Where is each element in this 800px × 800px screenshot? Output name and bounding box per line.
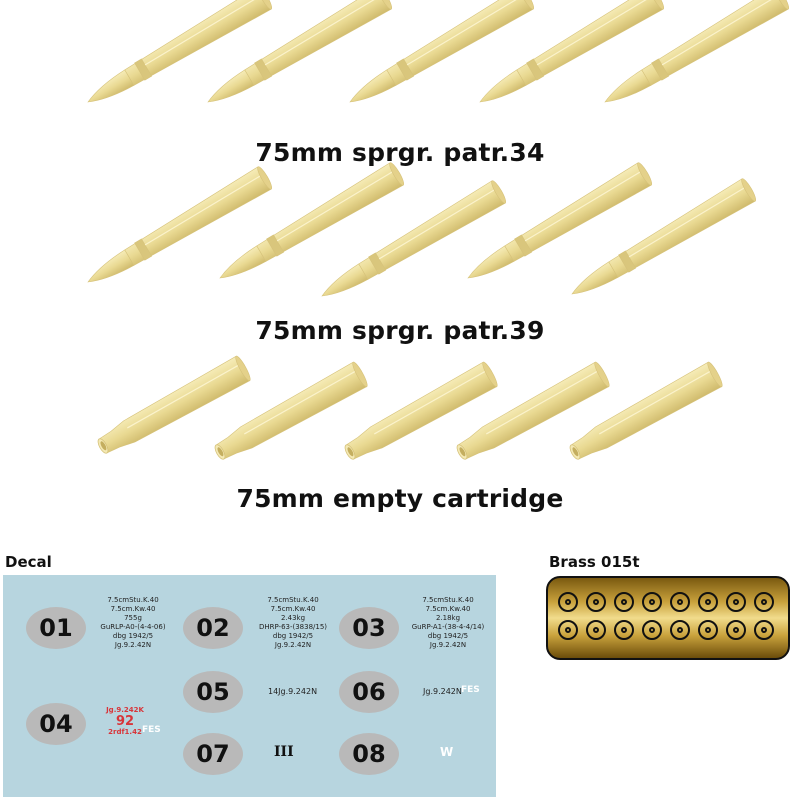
projectile	[467, 162, 653, 279]
decal-number-03: 03	[339, 607, 399, 649]
brass-washer	[586, 620, 606, 640]
brass-washer	[698, 620, 718, 640]
brass-washer	[670, 592, 690, 612]
empty-cartridge	[214, 361, 368, 460]
decal-stencil-05: 14Jg.9.242N	[268, 687, 318, 696]
empty-cartridge	[456, 361, 610, 460]
brass-washer	[558, 620, 578, 640]
decal-number-04: 04	[26, 703, 86, 745]
decal-number-02: 02	[183, 607, 243, 649]
projectile	[87, 0, 273, 103]
decal-stencil-06-fes: FES	[461, 685, 480, 695]
row-label-sprgr-34: 75mm sprgr. patr.34	[255, 138, 545, 167]
row-label-sprgr-39: 75mm sprgr. patr.39	[255, 316, 545, 345]
brass-washer	[586, 592, 606, 612]
projectile	[87, 166, 273, 283]
decal-stencil-08: W	[440, 745, 454, 759]
brass-washer	[754, 592, 774, 612]
empty-cartridge	[569, 361, 723, 460]
brass-washer	[726, 620, 746, 640]
brass-washer	[642, 620, 662, 640]
brass-washer	[698, 592, 718, 612]
projectile	[207, 0, 393, 103]
decal-number-08: 08	[339, 733, 399, 775]
decal-stencil-07: III	[274, 744, 294, 760]
decal-stencil-04: Jg.9.242K 92 2rdf1.42	[106, 706, 144, 736]
brass-title: Brass 015t	[549, 553, 640, 571]
decal-number-01: 01	[26, 607, 86, 649]
projectile	[349, 0, 535, 103]
projectile	[479, 0, 665, 103]
row-label-empty-cartridge: 75mm empty cartridge	[236, 484, 564, 513]
brass-washer	[614, 592, 634, 612]
brass-washer	[726, 592, 746, 612]
decal-number-06: 06	[339, 671, 399, 713]
projectile	[571, 178, 757, 295]
projectile	[219, 162, 405, 279]
empty-cartridge	[344, 361, 498, 460]
brass-washer	[614, 620, 634, 640]
brass-fret	[546, 576, 790, 660]
decal-stencil-04-fes: FES	[142, 725, 161, 735]
decal-stencil-06: Jg.9.242N	[423, 687, 462, 696]
brass-washer	[558, 592, 578, 612]
decal-number-05: 05	[183, 671, 243, 713]
projectile	[321, 180, 507, 297]
empty-cartridge	[97, 355, 251, 454]
brass-washer	[754, 620, 774, 640]
brass-washer	[670, 620, 690, 640]
projectile	[604, 0, 790, 103]
brass-washer	[642, 592, 662, 612]
shells-illustration	[87, 0, 790, 460]
decal-number-07: 07	[183, 733, 243, 775]
decal-title: Decal	[5, 553, 52, 571]
